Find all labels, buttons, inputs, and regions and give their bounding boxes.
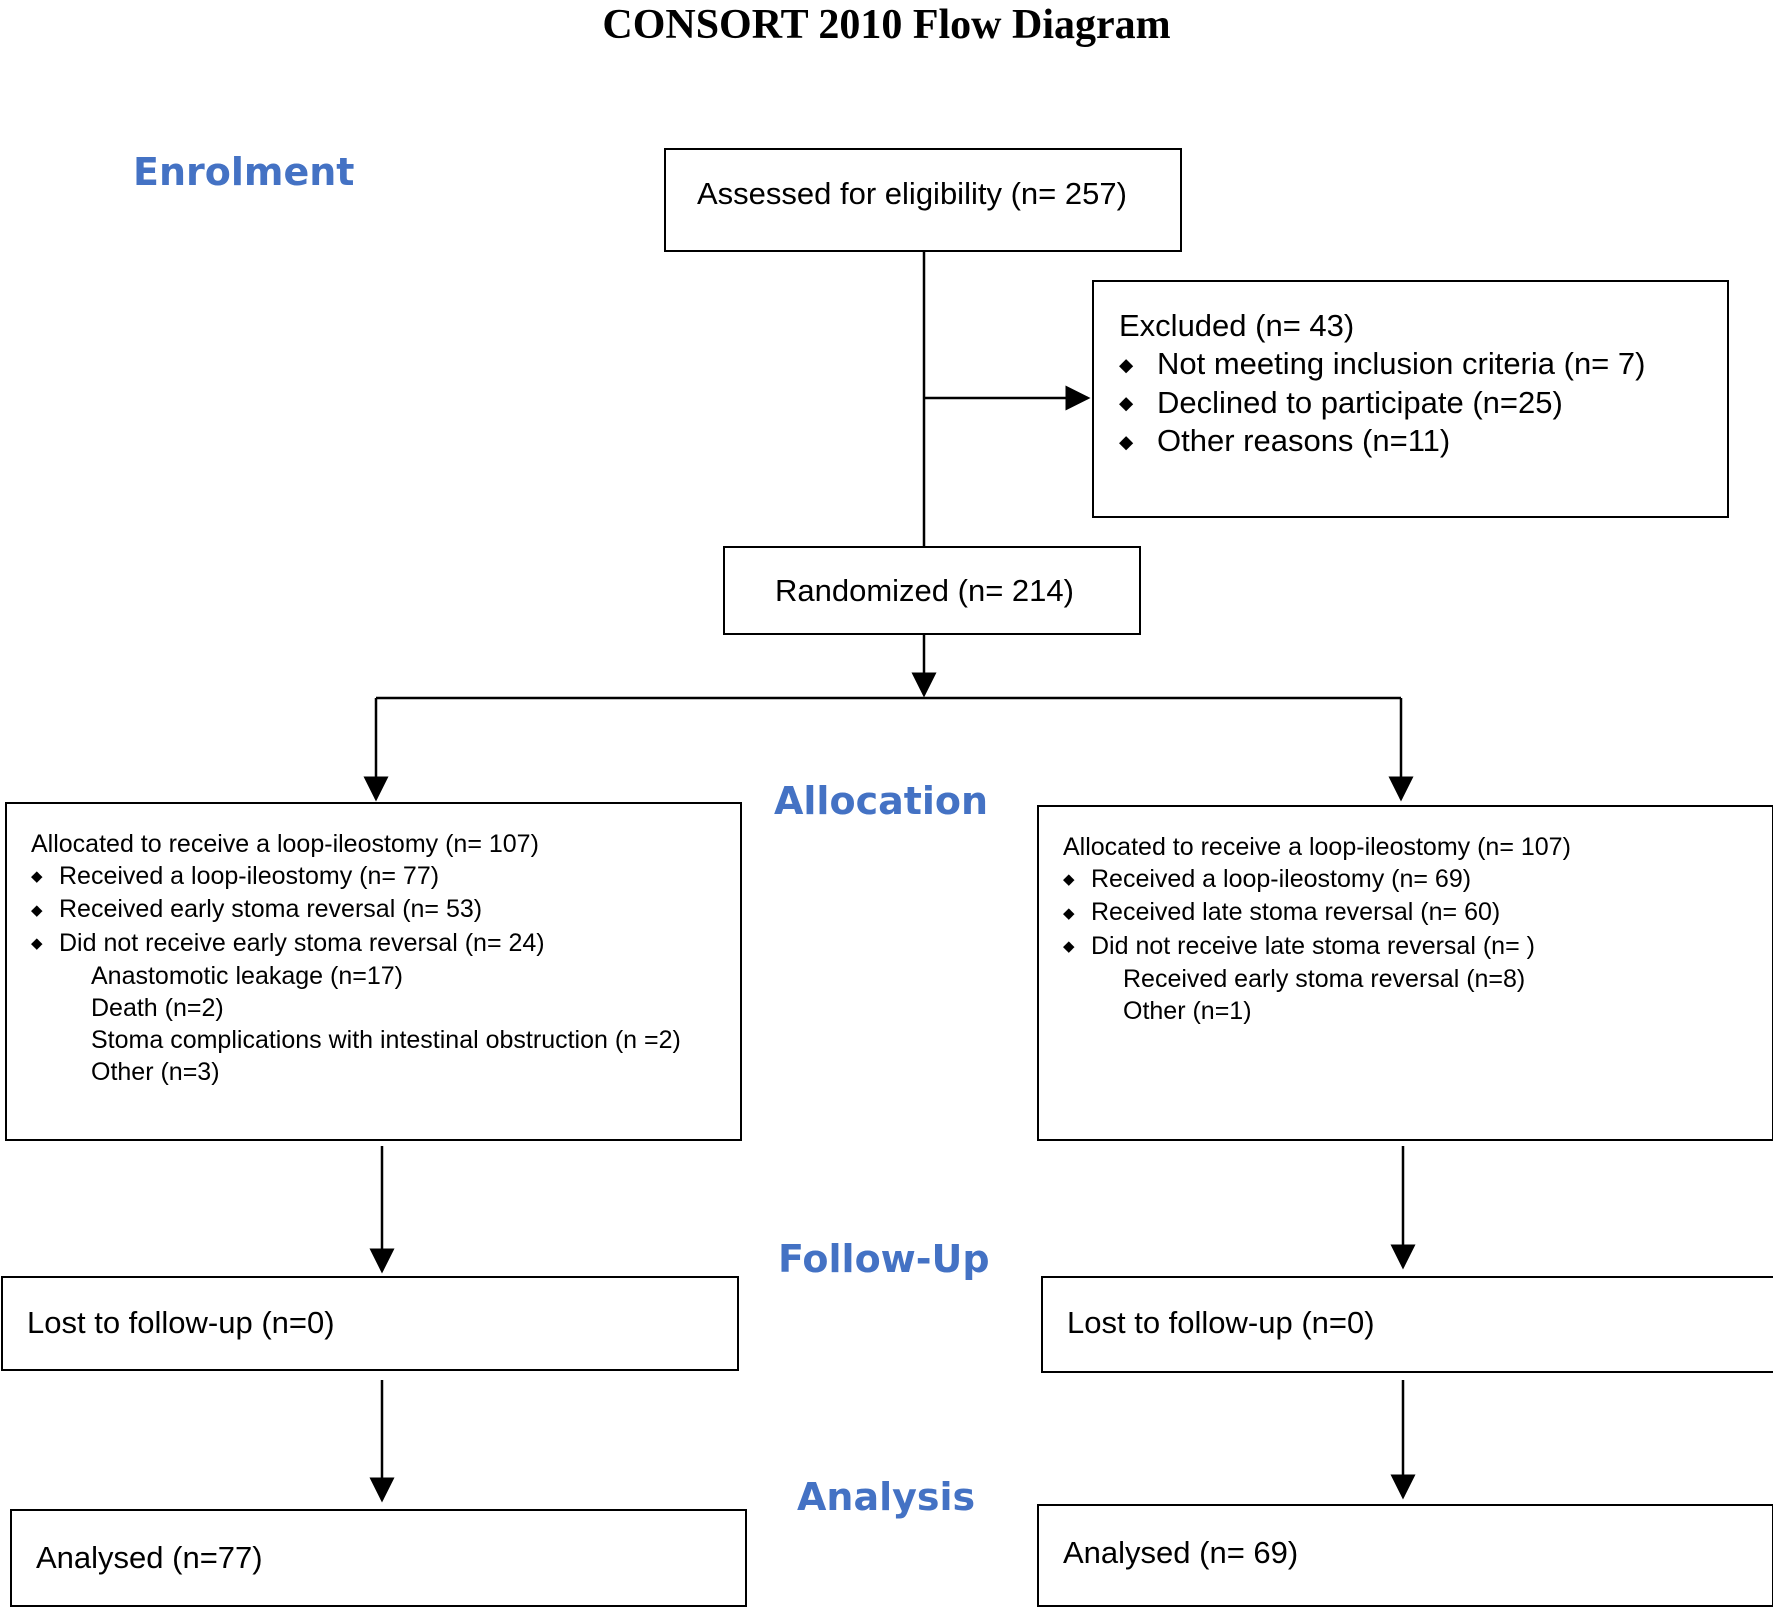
- excluded-content: Excluded (n= 43) ◆Not meeting inclusion …: [1119, 307, 1645, 461]
- allocation-right-content: Allocated to receive a loop-ileostomy (n…: [1063, 831, 1571, 1027]
- followup-left-text: Lost to follow-up (n=0): [27, 1305, 335, 1340]
- list-item: ◆Other reasons (n=11): [1119, 422, 1645, 461]
- allocation-right-list: ◆Received a loop-ileostomy (n= 69) ◆Rece…: [1063, 863, 1571, 963]
- list-item: ◆Not meeting inclusion criteria (n= 7): [1119, 345, 1645, 384]
- list-item: ◆Received early stoma reversal (n= 53): [31, 893, 681, 926]
- randomized-text: Randomized (n= 214): [775, 573, 1074, 608]
- diagram-title: CONSORT 2010 Flow Diagram: [602, 2, 1171, 48]
- list-item: ◆Received a loop-ileostomy (n= 69): [1063, 863, 1571, 896]
- allocation-left-subitem: Other (n=3): [91, 1057, 220, 1086]
- allocation-left-box: Allocated to receive a loop-ileostomy (n…: [5, 802, 742, 1141]
- followup-left-box: Lost to follow-up (n=0): [1, 1276, 739, 1371]
- followup-right-box: Lost to follow-up (n=0): [1041, 1276, 1773, 1373]
- stage-label-analysis: Analysis: [797, 1475, 976, 1519]
- excluded-title: Excluded (n= 43): [1119, 308, 1355, 343]
- analysis-right-box: Analysed (n= 69): [1037, 1504, 1773, 1607]
- list-item: ◆Did not receive late stoma reversal (n=…: [1063, 930, 1571, 963]
- stage-label-enrolment: Enrolment: [133, 150, 355, 194]
- excluded-box: Excluded (n= 43) ◆Not meeting inclusion …: [1092, 280, 1729, 518]
- stage-label-followup: Follow-Up: [778, 1237, 990, 1281]
- assessed-box: Assessed for eligibility (n= 257): [664, 148, 1182, 252]
- allocation-right-subitem: Other (n=1): [1123, 996, 1252, 1025]
- allocation-right-title: Allocated to receive a loop-ileostomy (n…: [1063, 833, 1571, 861]
- allocation-right-subitem: Received early stoma reversal (n=8): [1123, 964, 1526, 993]
- stage-label-allocation: Allocation: [774, 779, 989, 823]
- diamond-bullet-icon: ◆: [1063, 871, 1075, 889]
- allocation-left-title: Allocated to receive a loop-ileostomy (n…: [31, 830, 539, 858]
- diamond-bullet-icon: ◆: [1063, 937, 1075, 955]
- analysis-left-text: Analysed (n=77): [36, 1540, 263, 1575]
- allocation-left-subitem: Anastomotic leakage (n=17): [91, 961, 403, 990]
- assessed-text: Assessed for eligibility (n= 257): [697, 176, 1127, 211]
- list-item: ◆Received a loop-ileostomy (n= 77): [31, 860, 681, 893]
- excluded-reasons-list: ◆Not meeting inclusion criteria (n= 7) ◆…: [1119, 345, 1645, 461]
- list-item: ◆Declined to participate (n=25): [1119, 384, 1645, 423]
- allocation-left-subitem: Stoma complications with intestinal obst…: [91, 1025, 681, 1054]
- randomized-box: Randomized (n= 214): [723, 546, 1141, 635]
- allocation-left-list: ◆Received a loop-ileostomy (n= 77) ◆Rece…: [31, 860, 681, 960]
- followup-right-text: Lost to follow-up (n=0): [1067, 1305, 1375, 1340]
- list-item: ◆Did not receive early stoma reversal (n…: [31, 927, 681, 960]
- analysis-left-box: Analysed (n=77): [10, 1509, 747, 1607]
- diamond-bullet-icon: ◆: [31, 868, 43, 886]
- diamond-bullet-icon: ◆: [1119, 353, 1134, 375]
- diamond-bullet-icon: ◆: [1119, 430, 1134, 452]
- allocation-left-subitem: Death (n=2): [91, 993, 224, 1022]
- allocation-right-box: Allocated to receive a loop-ileostomy (n…: [1037, 805, 1773, 1141]
- list-item: ◆Received late stoma reversal (n= 60): [1063, 896, 1571, 929]
- diamond-bullet-icon: ◆: [31, 901, 43, 919]
- diamond-bullet-icon: ◆: [1119, 392, 1134, 414]
- analysis-right-text: Analysed (n= 69): [1063, 1535, 1299, 1570]
- allocation-left-content: Allocated to receive a loop-ileostomy (n…: [31, 828, 681, 1088]
- diamond-bullet-icon: ◆: [1063, 904, 1075, 922]
- diamond-bullet-icon: ◆: [31, 934, 43, 952]
